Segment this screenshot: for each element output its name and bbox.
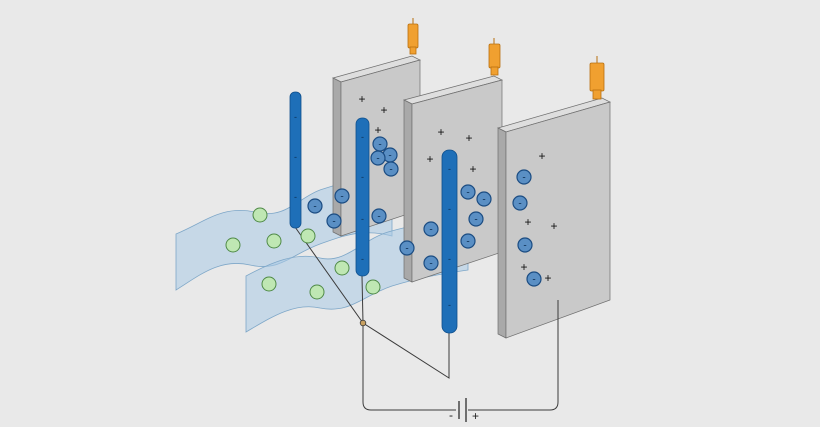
- negative-sign: -: [482, 195, 485, 206]
- neutral-dust-particle: [334, 260, 350, 276]
- discharge-electrodes: - - - - - - - - - - -: [289, 91, 458, 334]
- positive-charge-sign: +: [520, 260, 527, 274]
- wiring: [294, 226, 559, 411]
- electrode-charge-sign: -: [361, 172, 364, 182]
- positive-charge-sign: +: [426, 152, 433, 166]
- positive-charge-sign: +: [524, 215, 531, 229]
- power-supply: - +: [449, 398, 479, 423]
- negatively-charged-particle: -: [476, 191, 492, 207]
- positive-charge-sign: +: [469, 162, 476, 176]
- electrode-charge-sign: -: [294, 192, 297, 202]
- negatively-charged-particle: -: [516, 169, 532, 185]
- positive-charge-sign: +: [550, 219, 557, 233]
- negative-sign: -: [313, 202, 316, 213]
- negatively-charged-particle: -: [526, 271, 542, 287]
- discharge-electrode-3: - - - -: [441, 149, 458, 334]
- neutral-dust-particle: [266, 233, 282, 249]
- positive-charge-sign: +: [374, 123, 381, 137]
- positive-charge-sign: +: [380, 103, 387, 117]
- neutral-dust-particle: [300, 228, 316, 244]
- wire-to-supply-negative: [362, 323, 456, 411]
- negatively-charged-particle: -: [460, 184, 476, 200]
- negatively-charged-particle: -: [517, 237, 533, 253]
- negative-sign: -: [340, 192, 343, 203]
- negative-sign: -: [332, 217, 335, 228]
- electrode-charge-sign: -: [361, 132, 364, 142]
- negative-sign: -: [518, 199, 521, 210]
- negative-sign: -: [474, 215, 477, 226]
- battery-negative-label: -: [449, 408, 453, 422]
- negatively-charged-particle: -: [334, 188, 350, 204]
- positive-charges: + + + + + + + + + + + +: [358, 92, 557, 285]
- negatively-charged-particle: -: [423, 221, 439, 237]
- negatively-charged-particle: -: [460, 233, 476, 249]
- neutral-particles: [225, 207, 381, 300]
- neutral-dust-particle: [309, 284, 325, 300]
- negatively-charged-particle: -: [383, 161, 399, 177]
- negative-sign: -: [377, 212, 380, 223]
- negatively-charged-particle: -: [512, 195, 528, 211]
- negative-sign: -: [378, 140, 381, 151]
- negatively-charged-particle: -: [423, 255, 439, 271]
- negatively-charged-particle: -: [326, 213, 342, 229]
- negative-sign: -: [522, 173, 525, 184]
- negative-sign: -: [405, 244, 408, 255]
- negative-sign: -: [466, 237, 469, 248]
- negatively-charged-particle: -: [372, 136, 388, 152]
- negatively-charged-particle: -: [371, 208, 387, 224]
- electrode-charge-sign: -: [294, 152, 297, 162]
- negatively-charged-particle: -: [370, 150, 386, 166]
- discharge-electrode-1: - - -: [289, 91, 302, 229]
- negative-sign: -: [429, 225, 432, 236]
- positive-charge-sign: +: [437, 125, 444, 139]
- positive-charge-sign: +: [544, 271, 551, 285]
- electrode-charge-sign: -: [448, 204, 451, 214]
- electrode-charge-sign: -: [361, 254, 364, 264]
- wire-junction: [359, 319, 367, 327]
- neutral-dust-particle: [261, 276, 277, 292]
- wire-electrode-bus: [294, 226, 450, 379]
- negative-sign: -: [523, 241, 526, 252]
- electrode-charge-sign: -: [448, 164, 451, 174]
- discharge-electrode-2: - - - -: [355, 117, 370, 277]
- negatively-charged-particle: -: [399, 240, 415, 256]
- negative-sign: -: [376, 154, 379, 165]
- negatively-charged-particle: -: [468, 211, 484, 227]
- rapper-3: [589, 56, 605, 100]
- rappers: [407, 18, 605, 100]
- collecting-plate-3: [497, 97, 611, 339]
- neutral-dust-particle: [365, 279, 381, 295]
- negative-sign: -: [429, 259, 432, 270]
- electrode-charge-sign: -: [294, 112, 297, 122]
- negative-sign: -: [532, 275, 535, 286]
- electrode-charge-sign: -: [448, 300, 451, 310]
- negative-sign: -: [388, 151, 391, 162]
- neutral-dust-particle: [252, 207, 268, 223]
- battery-positive-label: +: [472, 409, 479, 422]
- negatively-charged-particle: -: [307, 198, 323, 214]
- electrode-charge-sign: -: [361, 214, 364, 224]
- positive-charge-sign: +: [465, 131, 472, 145]
- rapper-2: [488, 38, 501, 76]
- positive-charge-sign: +: [358, 92, 365, 106]
- negative-sign: -: [466, 188, 469, 199]
- positive-charge-sign: +: [538, 149, 545, 163]
- rapper-1: [407, 18, 419, 55]
- negative-charges: -------------------: [307, 136, 542, 287]
- negative-sign: -: [389, 165, 392, 176]
- wire-plates-to-supply-positive: [468, 300, 559, 411]
- electrode-charge-sign: -: [448, 254, 451, 264]
- neutral-dust-particle: [225, 237, 241, 253]
